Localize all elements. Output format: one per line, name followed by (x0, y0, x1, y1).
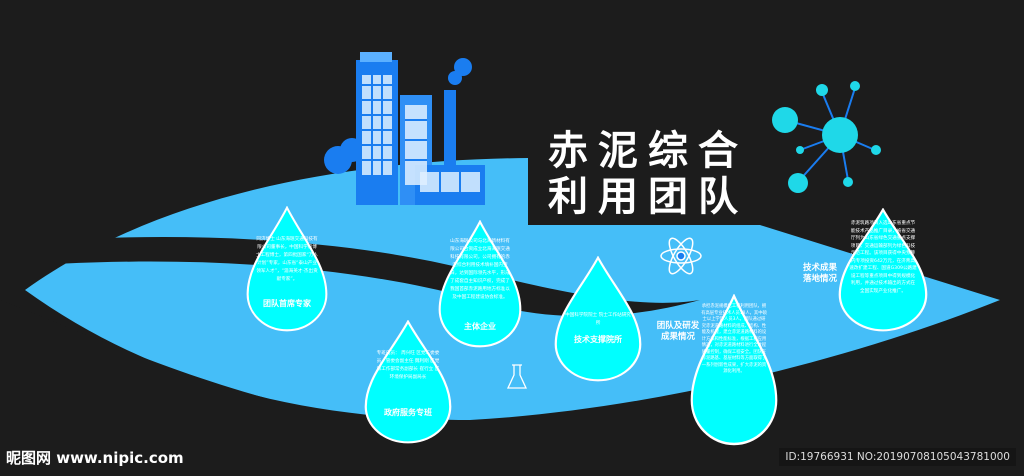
drop-body: 专班成员： 周兴旺 区党工委委员、管委会副主任 魏利刚 区党群工作部常务副部长 … (376, 351, 440, 380)
drop-main-enterprise: 山东海珉公司与北海新材料有限公司合资成立北海海珉交通科技有限公司，公司拥有的赤泥… (438, 220, 522, 348)
drop-title: 主体企业 (464, 322, 496, 331)
drop-title: 技术支撑院所 (574, 335, 622, 344)
drop-body: 赤泥筑路项目入选山东省重点节能技术产品推广目录，被省交通厅列为山东省绿色交通重点… (849, 221, 917, 294)
drop-title: 政府服务专班 (384, 408, 432, 417)
flask-icon (506, 364, 528, 389)
drop-tech-landing: 赤泥筑路项目入选山东省重点节能技术产品推广目录，被省交通厅列为山东省绿色交通重点… (838, 208, 928, 332)
drop-body: 山东海珉公司与北海新材料有限公司合资成立北海海珉交通科技有限公司，公司拥有的赤泥… (450, 239, 510, 300)
factory-buildings-icon (324, 52, 485, 205)
label-tech-landing: 技术成果落地情况 (802, 263, 837, 284)
drop-team-expert: 同济博士 山东海珉交通科技有限公司董事长，中国科学院博士工程博士，第四批国家“万… (246, 206, 328, 332)
label-research-results: 团队及研发成果情况 (656, 321, 700, 342)
watermark-id: ID:19766931 NO:20190708105043781000 (779, 448, 1016, 466)
drop-body: 同济博士 山东海珉交通科技有限公司董事长，中国科学院博士工程博士，第四批国家“万… (255, 237, 319, 282)
title-line-1: 赤泥综合 (548, 128, 748, 174)
drop-body: 承担赤泥规模化工程利用团队，拥有高层专业技术人员18人，其中硕士以上学历人员3人… (701, 304, 767, 374)
atom-icon (660, 237, 702, 275)
drop-title: 团队首席专家 (263, 299, 311, 308)
drop-body: 中国科学院院士 院士工作站研究所 (565, 313, 631, 326)
drop-research-results: 承担赤泥规模化工程利用团队，拥有高层专业技术人员18人，其中硕士以上学历人员3人… (690, 294, 778, 446)
molecule-icon (772, 81, 881, 193)
drop-tech-support: 中国科学院院士 院士工作站研究所 技术支撑院所 (554, 256, 642, 382)
drop-government-service: 专班成员： 周兴旺 区党工委委员、管委会副主任 魏利刚 区党群工作部常务副部长 … (364, 320, 452, 444)
title-line-2: 利用团队 (548, 174, 748, 220)
watermark-site: 昵图网 www.nipic.com (6, 449, 184, 467)
